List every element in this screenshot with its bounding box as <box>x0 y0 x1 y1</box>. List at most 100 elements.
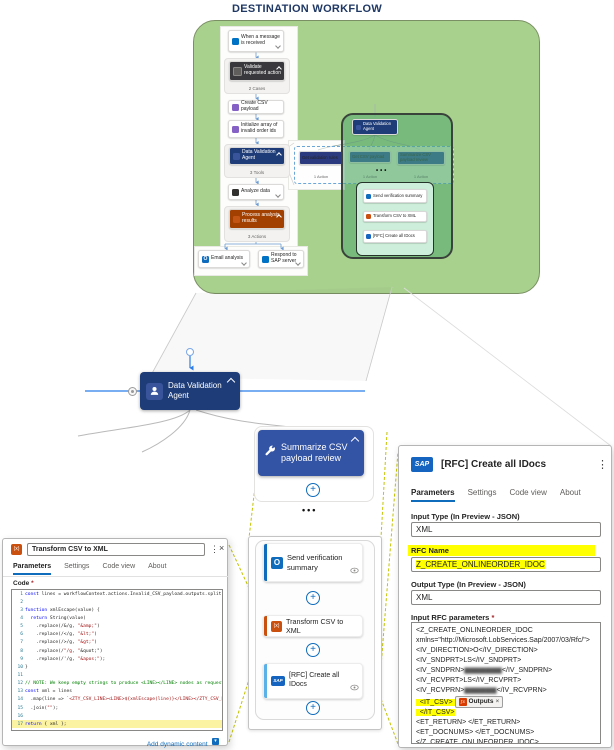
rfc-create-idocs-card[interactable]: SAP [RFC] Create all IDocs <box>263 663 363 699</box>
code-line: 10} <box>17 664 28 670</box>
wrench-icon <box>264 444 276 462</box>
tab-settings[interactable]: Settings <box>467 488 497 497</box>
panel-menu-button[interactable]: ⋮ <box>210 544 219 554</box>
xml-line: <IV_RCVPRT>LS</IV_RCVPRT> <box>416 677 522 684</box>
code-line: 6 .replace(/</g, "&lt;") <box>20 632 97 638</box>
inline-code-icon <box>366 214 371 219</box>
input-type-value[interactable]: XML <box>411 522 601 537</box>
sap-respond-icon <box>262 255 269 263</box>
code-line: 5 .replace(/&/g, "&amp;") <box>20 624 100 630</box>
node-respond-sap[interactable]: Respond to SAP server <box>258 250 304 268</box>
node-process-scope: Process analysis results 3 Actions <box>224 206 290 242</box>
tab-parameters[interactable]: Parameters <box>411 488 455 502</box>
overlay-subflow-panel: Send verification summary Transform CSV … <box>356 182 434 256</box>
output-type-label: Output Type (In Preview - JSON) <box>411 580 526 589</box>
tab-code-view[interactable]: Code view <box>509 488 547 497</box>
node-data-validation-agent[interactable]: Data Validation Agent <box>229 147 285 165</box>
node-switch[interactable]: Validate requested action <box>229 61 285 81</box>
output-type-value[interactable]: XML <box>411 590 601 605</box>
add-action-button[interactable]: + <box>306 591 320 605</box>
agent-icon <box>233 152 240 160</box>
sap-icon: SAP <box>271 676 285 686</box>
node-email-analysis[interactable]: O Email analysis <box>198 250 250 268</box>
tab-about[interactable]: About <box>559 488 581 497</box>
node-analyze-data[interactable]: Analyze data <box>228 184 284 200</box>
tab-parameters[interactable]: Parameters <box>13 563 52 575</box>
tool-get-validation-rules[interactable]: Get validation rules <box>299 151 343 165</box>
preview-eye-icon[interactable] <box>350 678 359 696</box>
tab-code-view[interactable]: Code view <box>102 563 136 570</box>
chevron-down-icon[interactable] <box>275 192 281 198</box>
send-verification-card[interactable]: O Send verification summary <box>263 543 363 582</box>
data-validation-agent-node[interactable]: Data Validation Agent <box>140 372 240 410</box>
rfc-name-label: RFC Name <box>408 545 595 556</box>
xml-line: <ET_RETURN> </ET_RETURN> <box>416 719 521 726</box>
process-icon <box>233 215 240 223</box>
panel-tabs: Parameters Settings Code view About <box>411 488 581 502</box>
code-line: 11 <box>17 672 23 678</box>
tab-about[interactable]: About <box>148 563 167 570</box>
xml-line: <ET_DOCNUMS> </ET_DOCNUMS> <box>416 729 535 736</box>
xml-line: <Z_CREATE_ONLINEORDER_IDOC <box>416 627 533 634</box>
add-dynamic-content-link[interactable]: Add dynamic content ▾ <box>147 733 219 750</box>
node-create-csv[interactable]: Create CSV payload <box>228 100 284 114</box>
overlay-transform-csv[interactable]: Transform CSV to XML <box>363 211 427 222</box>
code-line: 14 .map(line => `<ZTY_CSV_LINE><LINE>${x… <box>17 697 223 703</box>
add-action-button[interactable]: + <box>306 701 320 715</box>
token-remove-icon[interactable]: × <box>495 698 500 705</box>
drag-handle[interactable] <box>128 387 137 396</box>
sap-icon <box>366 234 371 239</box>
chevron-down-icon[interactable] <box>241 260 247 266</box>
xml-line: </Z_CREATE_ONLINEORDER_IDOC> <box>416 739 539 744</box>
code-line: 12// NOTE: We keep empty strings to prod… <box>17 681 223 687</box>
outlook-icon: O <box>202 255 209 263</box>
preview-eye-icon[interactable] <box>350 561 359 579</box>
add-action-button[interactable]: + <box>306 483 320 497</box>
service-bus-icon <box>232 37 239 45</box>
overlay-rfc-idocs[interactable]: [RFC] Create all IDocs <box>363 230 427 243</box>
process-actions-count: 3 Actions <box>247 234 267 239</box>
accent-bar <box>264 616 267 636</box>
panel-menu-button[interactable]: ⋮ <box>597 459 608 471</box>
tab-settings[interactable]: Settings <box>64 563 90 570</box>
accent-bar <box>264 664 267 698</box>
outlook-icon <box>366 193 371 199</box>
xml-line: <IV_SNDPRT>LS</IV_SNDPRT> <box>416 657 522 664</box>
switch-cases-count: 2 Cases <box>248 86 266 91</box>
code-line: 2 <box>20 599 23 605</box>
xml-line: xmlns="http://Microsoft.LobServices.Sap/… <box>416 637 590 644</box>
code-action-panel: (x) Transform CSV to XML ⋮ × Parameters … <box>2 538 229 748</box>
node-trigger[interactable]: When a message is received <box>228 30 284 52</box>
ellipsis[interactable]: ••• <box>376 168 389 174</box>
compose-icon <box>232 103 239 111</box>
rfc-panel-title: [RFC] Create all IDocs <box>441 459 547 470</box>
transform-csv-card[interactable]: (x) Transform CSV to XML <box>263 615 363 637</box>
xml-line: <IV_SNDPRN>▆▆▆▆▆▆▆</IV_SNDPRN> <box>416 667 553 674</box>
xml-line: <IV_DIRECTION>O</IV_DIRECTION> <box>416 647 538 654</box>
panel-tabs: Parameters Settings Code view About <box>13 563 166 575</box>
action-title-input[interactable]: Transform CSV to XML <box>27 543 205 556</box>
overlay-send-summary[interactable]: Send verification summary <box>363 189 427 203</box>
rfc-params-editor[interactable]: <Z_CREATE_ONLINEORDER_IDOC xmlns="http://… <box>411 622 601 744</box>
overlay-agent-node[interactable]: Data Validation Agent <box>352 119 398 135</box>
add-action-button[interactable]: + <box>306 643 320 657</box>
inline-code-icon: (x) <box>271 620 282 632</box>
xml-line: </IT_CSV> <box>416 709 455 716</box>
node-init-array[interactable]: Initialize array of invalid order ids <box>228 120 284 138</box>
node-process-results[interactable]: Process analysis results <box>229 209 285 229</box>
node-agent-scope: Data Validation Agent 3 Tools <box>224 144 290 178</box>
rfc-params-label: Input RFC parameters * <box>411 613 495 622</box>
dynamic-content-icon[interactable]: ▾ <box>212 738 219 746</box>
summarize-csv-node[interactable]: Summarize CSV payload review <box>258 430 364 476</box>
redacted-value: ▆▆▆▆▆▆ <box>464 687 497 694</box>
close-icon[interactable]: × <box>219 543 225 553</box>
rfc-name-value[interactable]: Z_CREATE_ONLINEORDER_IDOC <box>411 557 601 572</box>
ellipsis[interactable]: ••• <box>302 505 318 515</box>
